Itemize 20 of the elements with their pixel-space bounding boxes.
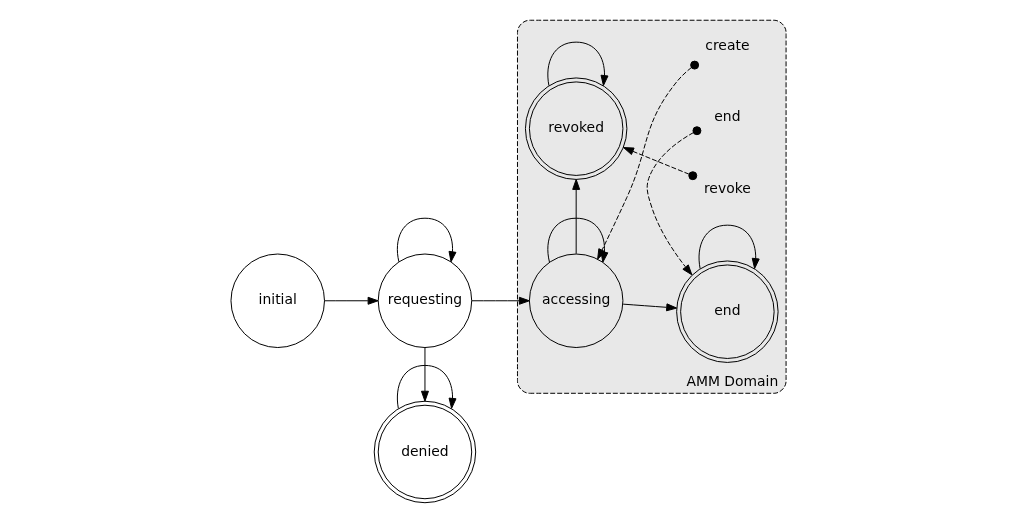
arrow (646, 126, 701, 276)
arrow (420, 347, 429, 402)
arrow (571, 178, 580, 255)
node-text: create (704, 36, 749, 53)
node-circle: initial (230, 253, 325, 349)
arrow (622, 147, 697, 181)
arrow (622, 303, 677, 312)
node-text: revoke (703, 180, 751, 197)
arrow (470, 296, 530, 305)
arrow (698, 224, 760, 269)
node-circle: requesting (377, 253, 472, 349)
node-circle: end (675, 260, 779, 363)
arrow (396, 364, 456, 409)
node-circle: denied (373, 400, 476, 504)
node-text: end (713, 108, 740, 125)
arrow (396, 217, 456, 263)
arrow (546, 41, 608, 86)
node-circle: revoked (524, 77, 627, 180)
arrow (323, 296, 379, 305)
arrow (596, 60, 699, 260)
